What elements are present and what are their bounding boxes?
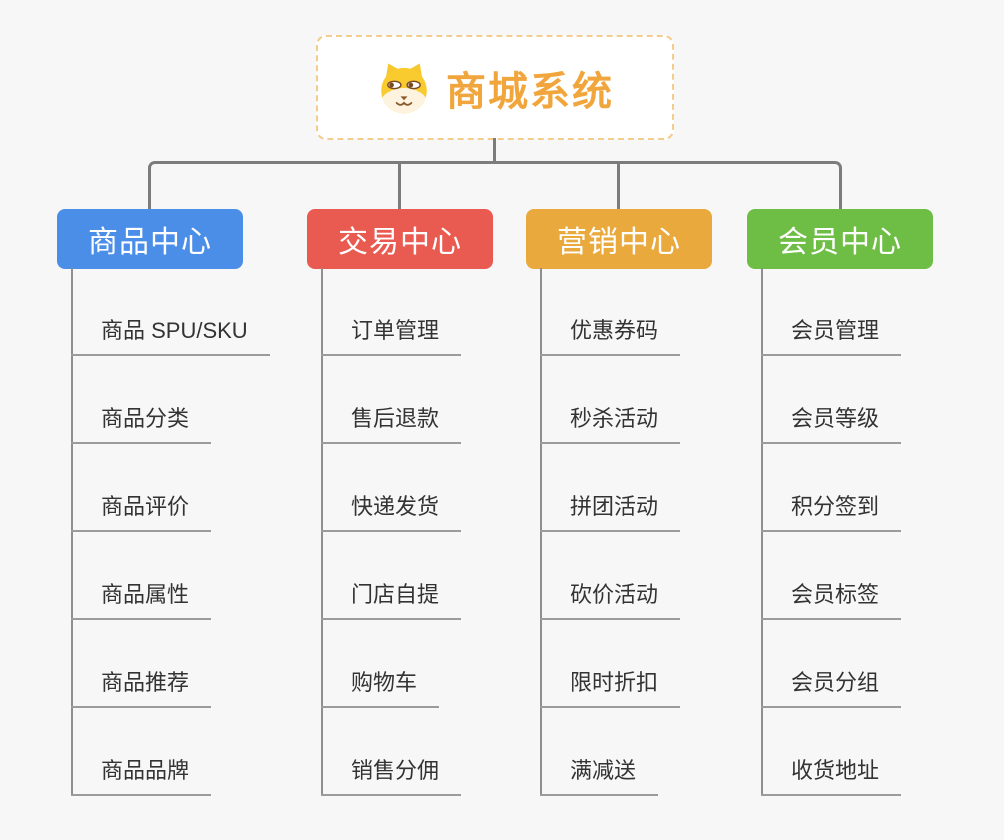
leaf-row: 拼团活动 [540, 444, 681, 532]
branch-label: 营销中心 [557, 226, 681, 259]
leaf-column-member: 会员管理 会员等级 积分签到 会员标签 会员分组 收货地址 [761, 268, 902, 796]
leaf-node[interactable]: 砍价活动 [540, 577, 681, 620]
leaf-node[interactable]: 售后退款 [321, 401, 462, 444]
leaf-row: 积分签到 [761, 444, 902, 532]
leaf-node[interactable]: 商品属性 [71, 577, 212, 620]
leaf-row: 门店自提 [321, 532, 462, 620]
leaf-row: 会员等级 [761, 356, 902, 444]
leaf-row: 会员分组 [761, 620, 902, 708]
leaf-row: 快递发货 [321, 444, 462, 532]
leaf-node[interactable]: 商品评价 [71, 489, 212, 532]
root-title: 商城系统 [446, 69, 614, 114]
branch-drop-connector [617, 163, 620, 210]
leaf-node[interactable]: 会员管理 [761, 313, 902, 356]
leaf-node[interactable]: 满减送 [540, 753, 659, 796]
branch-bus-connector [148, 161, 842, 210]
leaf-node[interactable]: 收货地址 [761, 753, 902, 796]
leaf-node[interactable]: 商品分类 [71, 401, 212, 444]
leaf-row: 限时折扣 [540, 620, 681, 708]
leaf-column-marketing: 优惠券码 秒杀活动 拼团活动 砍价活动 限时折扣 满减送 [540, 268, 681, 796]
branch-label: 交易中心 [338, 226, 462, 259]
leaf-node[interactable]: 订单管理 [321, 313, 462, 356]
leaf-node[interactable]: 秒杀活动 [540, 401, 681, 444]
leaf-node[interactable]: 购物车 [321, 665, 440, 708]
branch-node-trade-center[interactable]: 交易中心 [307, 209, 493, 269]
leaf-row: 购物车 [321, 620, 440, 708]
leaf-node[interactable]: 门店自提 [321, 577, 462, 620]
leaf-row: 商品推荐 [71, 620, 212, 708]
leaf-row: 优惠券码 [540, 268, 681, 356]
leaf-row: 收货地址 [761, 708, 902, 796]
leaf-node[interactable]: 积分签到 [761, 489, 902, 532]
branch-node-member-center[interactable]: 会员中心 [747, 209, 933, 269]
leaf-row: 满减送 [540, 708, 659, 796]
leaf-node[interactable]: 商品品牌 [71, 753, 212, 796]
shiba-dog-icon [381, 63, 427, 113]
root-stem-connector [493, 138, 496, 163]
branch-drop-connector [398, 163, 401, 210]
leaf-node[interactable]: 商品 SPU/SKU [71, 313, 270, 356]
leaf-row: 商品 SPU/SKU [71, 268, 270, 356]
leaf-node[interactable]: 快递发货 [321, 489, 462, 532]
leaf-row: 商品品牌 [71, 708, 212, 796]
leaf-row: 商品属性 [71, 532, 212, 620]
leaf-node[interactable]: 会员分组 [761, 665, 902, 708]
leaf-node[interactable]: 拼团活动 [540, 489, 681, 532]
leaf-row: 订单管理 [321, 268, 462, 356]
root-node-mall-system[interactable]: 商城系统 [316, 35, 674, 140]
leaf-node[interactable]: 会员等级 [761, 401, 902, 444]
leaf-row: 会员管理 [761, 268, 902, 356]
branch-label: 会员中心 [778, 226, 902, 259]
leaf-node[interactable]: 优惠券码 [540, 313, 681, 356]
leaf-node[interactable]: 销售分佣 [321, 753, 462, 796]
leaf-row: 秒杀活动 [540, 356, 681, 444]
leaf-row: 砍价活动 [540, 532, 681, 620]
branch-label: 商品中心 [88, 226, 212, 259]
leaf-row: 售后退款 [321, 356, 462, 444]
leaf-column-trade: 订单管理 售后退款 快递发货 门店自提 购物车 销售分佣 [321, 268, 462, 796]
leaf-node[interactable]: 会员标签 [761, 577, 902, 620]
leaf-node[interactable]: 商品推荐 [71, 665, 212, 708]
branch-node-marketing-center[interactable]: 营销中心 [526, 209, 712, 269]
leaf-row: 商品分类 [71, 356, 212, 444]
leaf-node[interactable]: 限时折扣 [540, 665, 681, 708]
leaf-row: 会员标签 [761, 532, 902, 620]
leaf-row: 销售分佣 [321, 708, 462, 796]
leaf-column-product: 商品 SPU/SKU 商品分类 商品评价 商品属性 商品推荐 商品品牌 [71, 268, 270, 796]
leaf-row: 商品评价 [71, 444, 212, 532]
branch-node-product-center[interactable]: 商品中心 [57, 209, 243, 269]
